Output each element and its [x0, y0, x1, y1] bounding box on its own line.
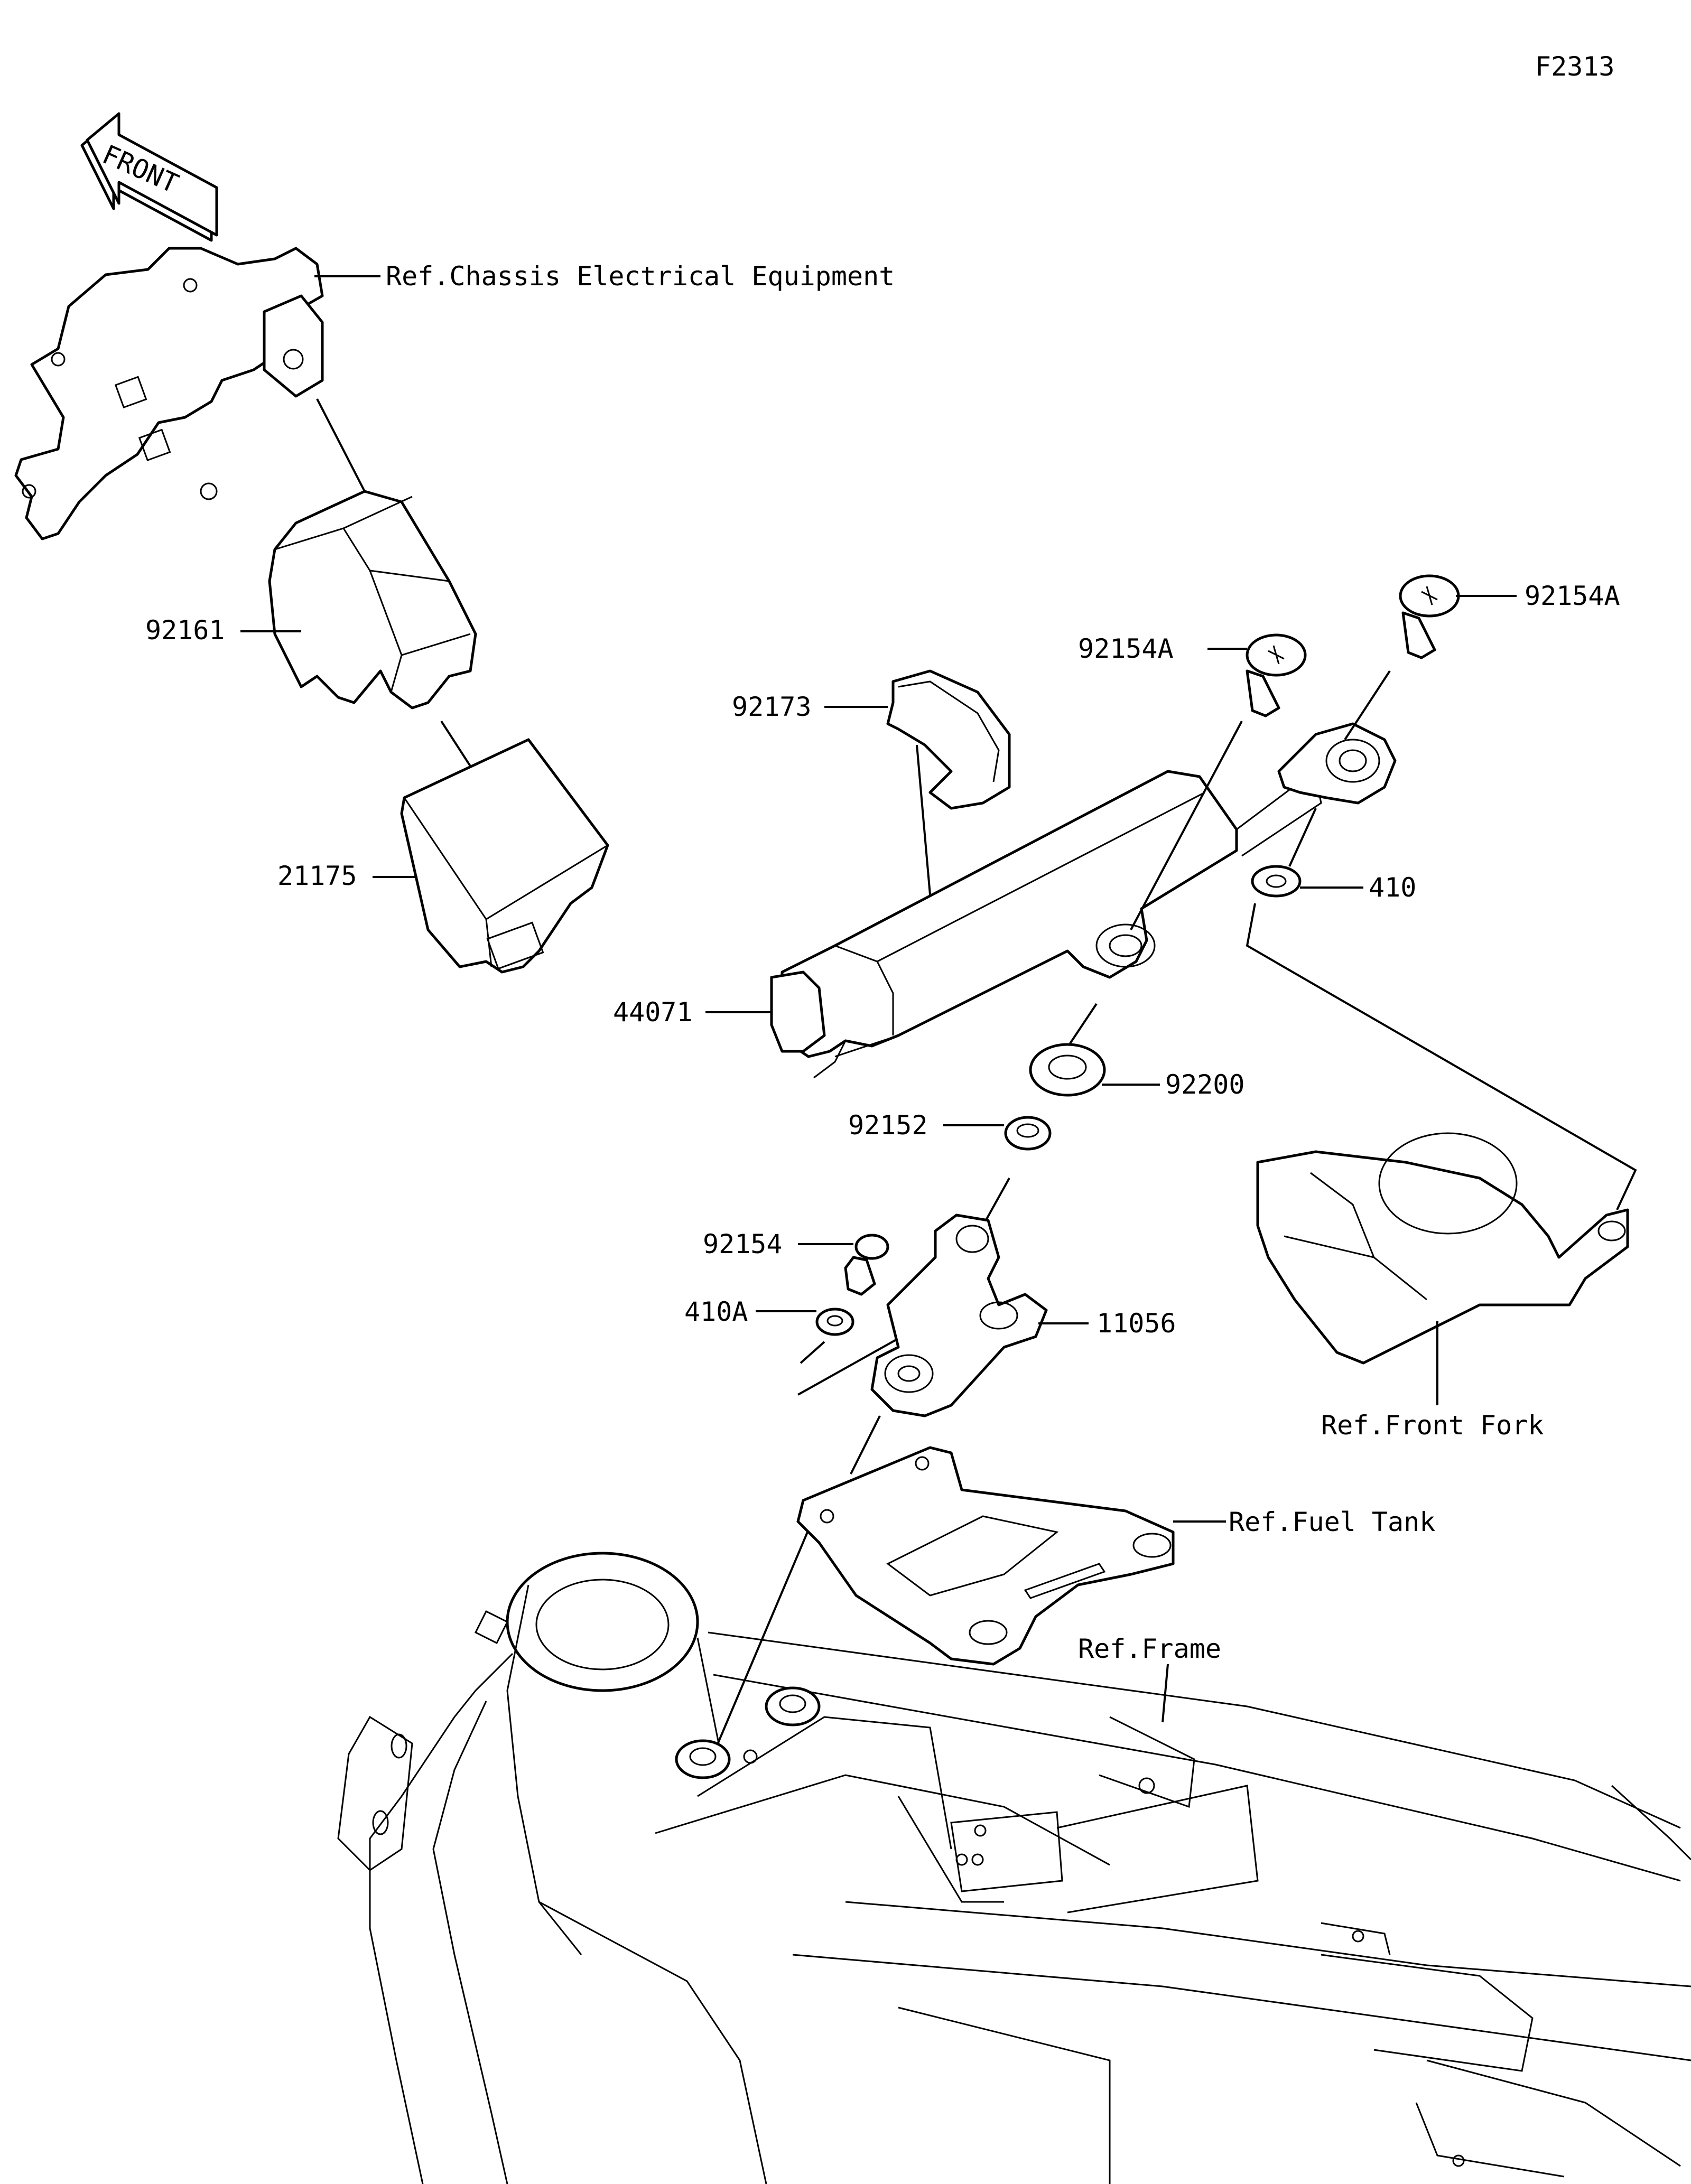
front-fork-bracket: [1256, 1132, 1629, 1365]
part-92200: [1029, 1043, 1106, 1097]
part-11056: [870, 1214, 1048, 1417]
part-410A: [815, 1308, 854, 1336]
part-92161: [268, 490, 477, 710]
fuel-tank-bracket: [796, 1446, 1175, 1666]
callout-92154: 92154: [703, 1229, 783, 1259]
part-410: [1251, 865, 1302, 898]
callout-21175: 21175: [277, 861, 357, 891]
callout-92200: 92200: [1165, 1069, 1245, 1100]
part-92152: [1004, 1116, 1052, 1151]
part-21175: [400, 738, 609, 974]
callout-44071: 44071: [613, 997, 693, 1028]
ref-front-fork-label: Ref.Front Fork: [1321, 1410, 1544, 1441]
part-92154A-top: [1399, 574, 1460, 659]
callout-92173: 92173: [732, 692, 812, 722]
callout-92152: 92152: [848, 1110, 928, 1141]
part-44071: [770, 770, 1322, 1079]
callout-410A: 410A: [684, 1296, 748, 1327]
frame: [337, 1552, 1691, 2184]
part-92173: [886, 669, 1011, 810]
part-92154: [844, 1234, 889, 1296]
ref-chassis-label: Ref.Chassis Electrical Equipment: [386, 261, 895, 292]
ref-fuel-tank-label: Ref.Fuel Tank: [1229, 1507, 1435, 1537]
callout-92161: 92161: [145, 615, 225, 646]
rod-end: [1277, 722, 1397, 805]
chassis-bracket: [14, 247, 324, 540]
callout-410: 410: [1369, 872, 1416, 903]
figure-id: F2313: [1535, 51, 1615, 82]
part-92154A-mid: [1246, 633, 1307, 717]
callout-11056: 11056: [1097, 1308, 1176, 1339]
front-arrow-icon: FRONT: [80, 112, 218, 242]
callout-92154A-mid: 92154A: [1078, 633, 1174, 664]
callout-92154A-top: 92154A: [1525, 581, 1620, 611]
ref-frame-label: Ref.Frame: [1078, 1634, 1221, 1664]
